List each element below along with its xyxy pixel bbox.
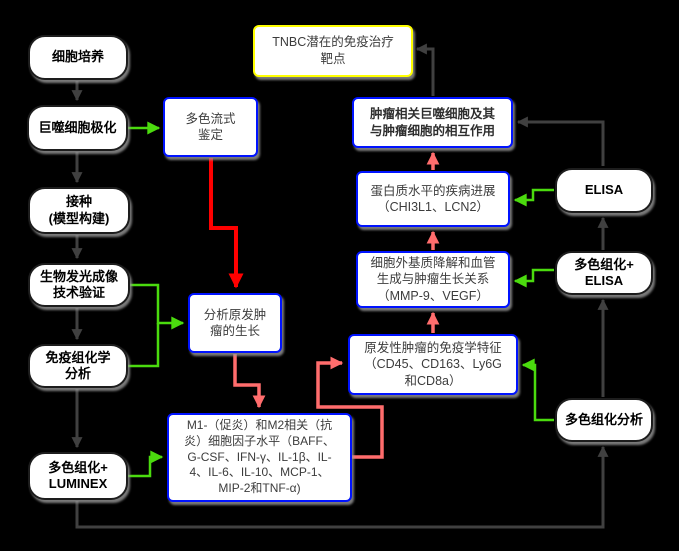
node-tumor-growth: 分析原发肿 瘤的生长	[188, 293, 282, 353]
edge-cytokines-to-primary-tumor	[316, 356, 384, 459]
node-luminex: 多色组化+ LUMINEX	[28, 452, 128, 500]
node-inoculation: 接种 (模型构建)	[28, 187, 130, 234]
edge-tumor-growth-to-cytokines	[233, 354, 266, 409]
node-bioluminescence: 生物发光成像 技术验证	[28, 263, 130, 307]
node-tnbc-targets: TNBC潜在的免疫治疗 靶点	[253, 25, 413, 77]
node-cytokines: M1-（促炎）和M2相关（抗 炎）细胞因子水平（BAFF、 G-CSF、IFN-…	[167, 413, 352, 502]
node-ecm-angiogenesis: 细胞外基质降解和血管 生成与肿瘤生长关系 （MMP-9、VEGF）	[356, 251, 510, 308]
node-protein-progression: 蛋白质水平的疾病进展 （CHI3L1、LCN2）	[356, 171, 510, 227]
edge-mc-elisa-to-ecm	[513, 268, 554, 288]
node-flow-cytometry: 多色流式 鉴定	[163, 97, 258, 157]
edge-mc-analysis-to-primary-tumor	[521, 358, 554, 422]
node-mc-elisa: 多色组化+ ELISA	[555, 251, 653, 295]
node-mc-analysis: 多色组化分析	[555, 398, 653, 442]
edge-flow-to-tumor-growth	[209, 158, 244, 289]
edge-elisa-to-protein	[513, 188, 554, 207]
edge-ihc-to-tumor-growth	[128, 323, 160, 368]
edge-tam-to-tnbc	[415, 43, 435, 96]
node-macrophage-polarization: 巨噬细胞极化	[27, 105, 128, 151]
edge-elisa-to-tam	[516, 116, 605, 166]
node-cell-culture: 细胞培养	[28, 35, 128, 80]
node-primary-tumor-immune: 原发性肿瘤的免疫学特征 （CD45、CD163、Ly6G 和CD8a）	[348, 334, 518, 395]
edge-bioluminescence-to-tumor-growth	[130, 283, 185, 330]
node-ihc-analysis: 免疫组化学 分析	[28, 344, 128, 388]
edge-luminex-to-cytokines	[128, 450, 164, 478]
edge-luminex-to-mc-analysis	[75, 445, 609, 529]
node-elisa: ELISA	[555, 168, 653, 213]
node-tam-interaction: 肿瘤相关巨噬细胞及其 与肿瘤细胞的相互作用	[352, 97, 513, 148]
